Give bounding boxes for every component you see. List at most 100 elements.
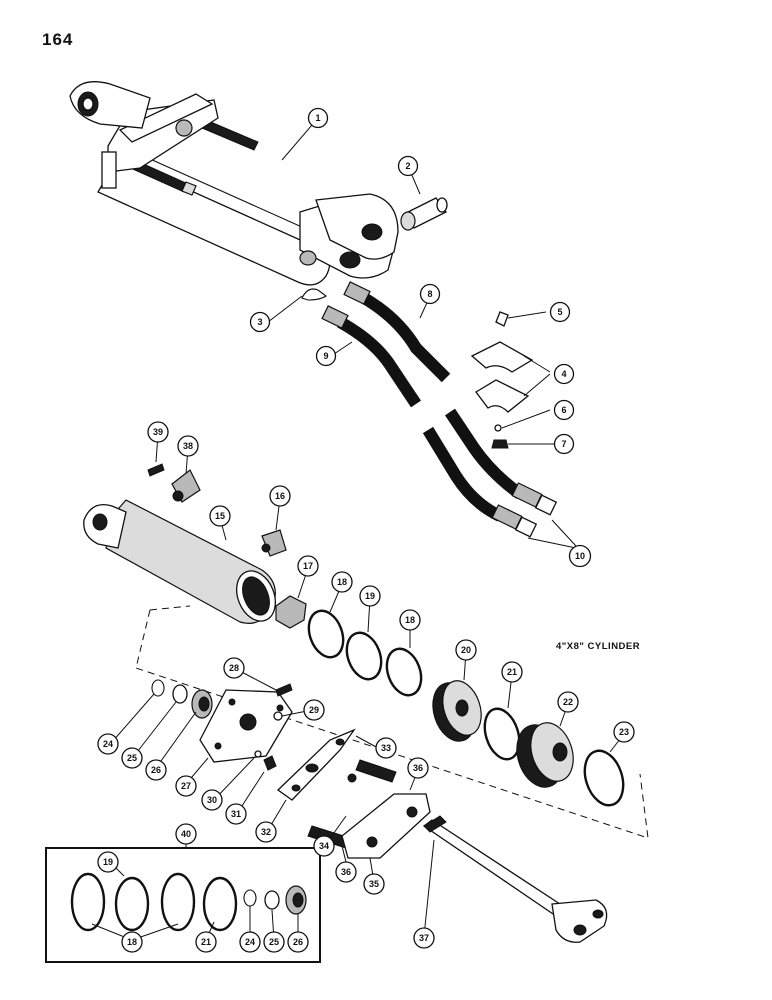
- cylinder-head: [516, 722, 574, 788]
- callout-number: 19: [103, 857, 113, 867]
- callout-36a: 36: [335, 861, 357, 883]
- callout-number: 1: [315, 113, 320, 123]
- elbow-fitting-38: [171, 469, 201, 503]
- callout-number: 29: [309, 705, 319, 715]
- callout-40: 40: [175, 823, 197, 845]
- hydraulic-hoses-lower: [422, 408, 558, 538]
- callout-number: 35: [369, 879, 379, 889]
- callout-number: 26: [151, 765, 161, 775]
- callout-21b: 21: [195, 931, 217, 953]
- callout-number: 2: [405, 161, 410, 171]
- piston-rod: [422, 815, 608, 943]
- callout-19a: 19: [359, 585, 381, 607]
- bushing-26: [191, 689, 213, 719]
- washer-29: [273, 711, 283, 721]
- callout-number: 21: [201, 937, 211, 947]
- callout-number: 26: [293, 937, 303, 947]
- callout-number: 40: [181, 829, 191, 839]
- callout-15: 15: [209, 505, 231, 527]
- seal-kit-contents: [70, 872, 307, 932]
- piston: [432, 680, 482, 742]
- callout-24b: 24: [239, 931, 261, 953]
- callout-number: 9: [323, 351, 328, 361]
- callout-number: 3: [257, 317, 262, 327]
- callout-number: 19: [365, 591, 375, 601]
- hydraulic-cylinder-assembly: [69, 81, 399, 286]
- callout-31: 31: [225, 803, 247, 825]
- callout-number: 38: [183, 441, 193, 451]
- callout-17: 17: [297, 555, 319, 577]
- callout-18c: 18: [121, 931, 143, 953]
- callout-number: 24: [103, 739, 113, 749]
- callout-24a: 24: [97, 733, 119, 755]
- callout-number: 25: [269, 937, 279, 947]
- callout-16: 16: [269, 485, 291, 507]
- callout-26b: 26: [287, 931, 309, 953]
- callout-22: 22: [557, 691, 579, 713]
- callout-number: 18: [405, 615, 415, 625]
- callout-9: 9: [315, 345, 337, 367]
- callout-30: 30: [201, 789, 223, 811]
- hydraulic-hoses-upper: [321, 281, 451, 408]
- callout-number: 32: [261, 827, 271, 837]
- seal-kit-box: [45, 847, 321, 963]
- cylinder-size-label: 4"X8" CYLINDER: [556, 641, 641, 652]
- callout-19b: 19: [97, 851, 119, 873]
- callout-number: 6: [561, 405, 566, 415]
- seal-25: [172, 684, 188, 704]
- callout-26a: 26: [145, 759, 167, 781]
- o-ring-19: [345, 631, 383, 681]
- callout-number: 18: [337, 577, 347, 587]
- callout-23: 23: [613, 721, 635, 743]
- clevis-pin: [400, 197, 448, 231]
- set-screw-28: [275, 683, 293, 697]
- callout-4: 4: [553, 363, 575, 385]
- cotter-pin: [301, 288, 327, 301]
- callout-39: 39: [147, 421, 169, 443]
- callout-number: 21: [507, 667, 517, 677]
- callout-number: 5: [557, 307, 562, 317]
- backup-ring-18a: [307, 609, 345, 659]
- callout-number: 17: [303, 561, 313, 571]
- callout-7: 7: [553, 433, 575, 455]
- o-ring-21: [483, 707, 521, 761]
- callout-37: 37: [413, 927, 435, 949]
- callout-25a: 25: [121, 747, 143, 769]
- callout-33: 33: [375, 737, 397, 759]
- callout-38: 38: [177, 435, 199, 457]
- callout-28: 28: [223, 657, 245, 679]
- callout-number: 20: [461, 645, 471, 655]
- callout-number: 28: [229, 663, 239, 673]
- callout-1: 1: [307, 107, 329, 129]
- callout-number: 22: [563, 697, 573, 707]
- callout-32: 32: [255, 821, 277, 843]
- callout-34: 34: [313, 835, 335, 857]
- callout-3: 3: [249, 311, 271, 333]
- page-number: 164: [42, 30, 74, 49]
- callout-number: 8: [427, 289, 432, 299]
- callout-number: 34: [319, 841, 329, 851]
- callout-5: 5: [549, 301, 571, 323]
- lockwasher-30: [254, 750, 262, 758]
- callout-25b: 25: [263, 931, 285, 953]
- callout-number: 25: [127, 753, 137, 763]
- callout-6: 6: [553, 399, 575, 421]
- end-plate-27: [199, 689, 293, 763]
- callout-35: 35: [363, 873, 385, 895]
- callout-18b: 18: [399, 609, 421, 631]
- callout-number: 36: [413, 763, 423, 773]
- callout-number: 33: [381, 743, 391, 753]
- callout-number: 4: [561, 369, 566, 379]
- callout-number: 39: [153, 427, 163, 437]
- callout-number: 31: [231, 809, 241, 819]
- callout-10: 10: [568, 544, 592, 568]
- callout-number: 37: [419, 933, 429, 943]
- callout-number: 18: [127, 937, 137, 947]
- callout-2: 2: [397, 155, 419, 177]
- callout-8: 8: [419, 283, 441, 305]
- callout-number: 27: [181, 781, 191, 791]
- callout-27: 27: [175, 775, 197, 797]
- callout-36b: 36: [407, 757, 429, 779]
- bleeder-screw-39: [147, 463, 165, 477]
